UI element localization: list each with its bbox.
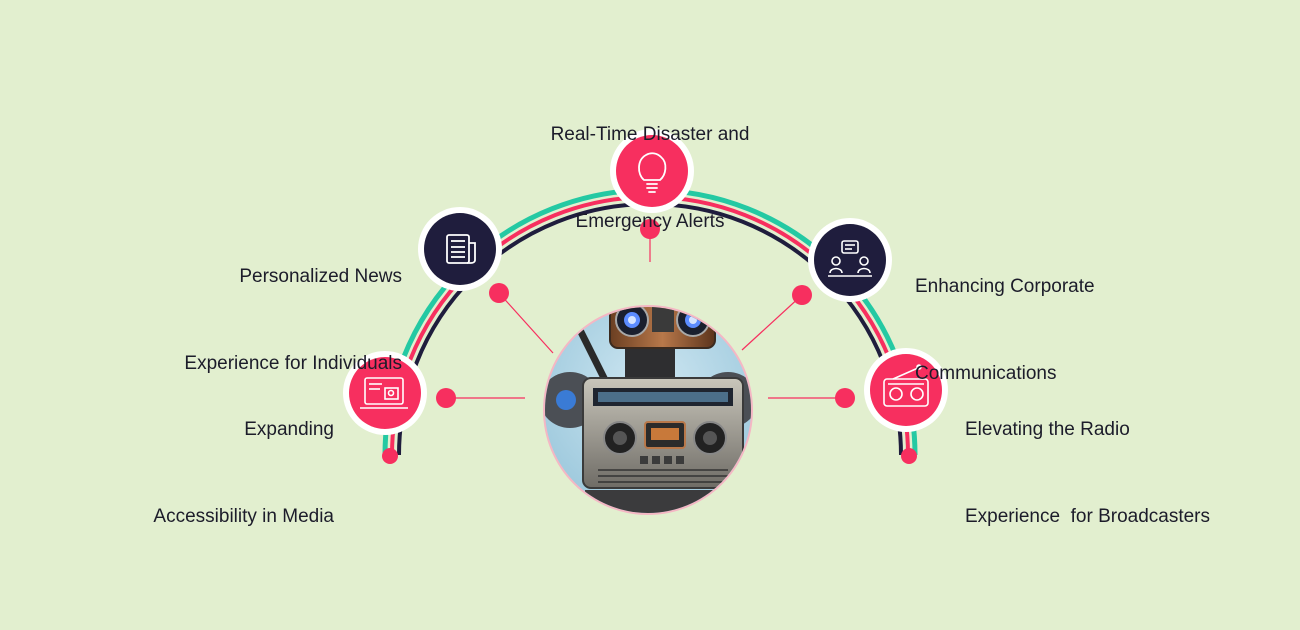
label-line: Experience for Broadcasters (965, 506, 1211, 527)
label-radio-experience: Elevating the Radio Experience for Broad… (965, 357, 1285, 560)
label-corporate-communications: Enhancing Corporate Communications (915, 214, 1235, 417)
label-personalized-news: Personalized News Experience for Individ… (102, 204, 402, 407)
arc-end-dot-right (901, 448, 917, 464)
connector-lines (447, 232, 845, 399)
lightbulb-icon (638, 152, 667, 193)
label-line: Emergency Alerts (575, 211, 725, 232)
connector-line-upper-left (498, 292, 554, 354)
label-line: Experience for Individuals (184, 353, 402, 374)
connector-dot-upper-left (489, 283, 509, 303)
newspaper-icon (446, 234, 476, 264)
connector-dots (436, 219, 855, 408)
label-line: Enhancing Corporate (915, 276, 1095, 297)
arc-end-dot-left (382, 448, 398, 464)
connector-dot-lower-left (436, 388, 456, 408)
node-personalized-news (418, 207, 502, 291)
meeting-chat-icon (828, 240, 872, 277)
label-line: Real-Time Disaster and (550, 124, 750, 145)
monitor-media-icon (360, 377, 408, 409)
node-expanding-accessibility (343, 351, 427, 435)
label-real-time-alerts: Real-Time Disaster and Emergency Alerts (450, 62, 850, 265)
connector-dot-lower-right (835, 388, 855, 408)
label-expanding-accessibility: Expanding Accessibility in Media (34, 357, 334, 560)
node-radio-experience (864, 348, 948, 432)
label-line: Personalized News (239, 266, 402, 287)
robot-radio-illustration (543, 305, 753, 515)
label-line: Elevating the Radio (965, 419, 1130, 440)
connector-line-upper-right (741, 294, 803, 351)
label-line: Accessibility in Media (153, 506, 334, 527)
label-line: Communications (915, 363, 1057, 384)
label-line: Expanding (244, 419, 334, 440)
connector-dot-top (640, 219, 660, 239)
connector-dot-upper-right (792, 285, 812, 305)
node-real-time-alerts (610, 129, 694, 213)
node-corporate-communications (808, 218, 892, 302)
radio-icon (883, 364, 929, 407)
